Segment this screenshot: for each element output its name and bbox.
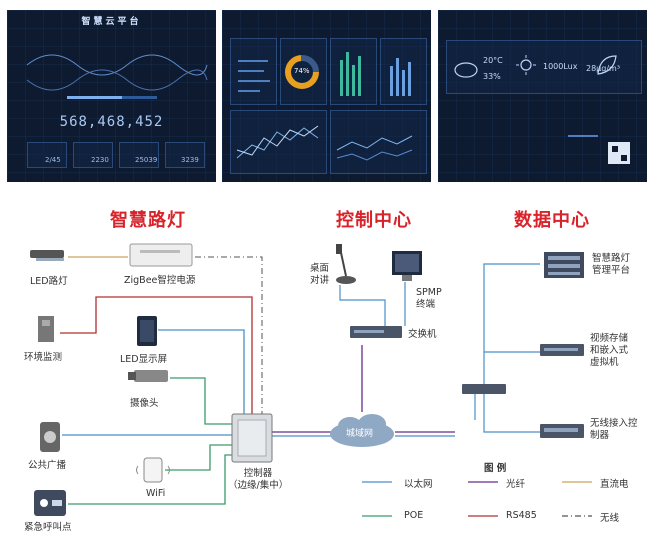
poe-line bbox=[170, 377, 232, 425]
wireless-line bbox=[195, 256, 263, 418]
cloud-network-icon bbox=[330, 414, 394, 447]
legend-label-poe: POE bbox=[404, 510, 424, 521]
gauge-value: 74% bbox=[294, 67, 310, 75]
label-controller: 控制器（边缘/集中） bbox=[228, 468, 289, 491]
label-led-streetlight: LED路灯 bbox=[30, 276, 68, 287]
line-chart-panel bbox=[330, 110, 427, 174]
legend-label-rs485: RS485 bbox=[506, 510, 537, 521]
controller-cabinet-icon bbox=[231, 413, 273, 463]
kpi-value: 3239 bbox=[181, 156, 199, 164]
legend-label-dc: 直流电 bbox=[600, 479, 629, 490]
section-title-control: 控制中心 bbox=[336, 210, 412, 231]
dashboard-charts bbox=[236, 52, 413, 161]
zigbee-power-icon bbox=[129, 243, 193, 267]
kpi-value: 25039 bbox=[135, 156, 158, 164]
label-video-storage: 视频存储和嵌入式虚拟机 bbox=[590, 333, 629, 368]
dashboard-screenshot-right: 20°C 33% 1000Lux 28μg/m³ bbox=[438, 10, 647, 182]
ethernet-line bbox=[158, 329, 245, 418]
label-led-screen: LED显示屏 bbox=[120, 354, 168, 365]
cloud-icon bbox=[454, 62, 478, 78]
environment-panel bbox=[446, 40, 642, 94]
legend-label-fiber: 光纤 bbox=[506, 479, 526, 490]
section-title-data: 数据中心 bbox=[514, 210, 590, 231]
section-title-streetlight: 智慧路灯 bbox=[110, 210, 186, 231]
broadcast-speaker-icon bbox=[40, 422, 60, 452]
label-emergency-call: 紧急呼叫点 bbox=[24, 522, 72, 533]
network-switch-icon bbox=[350, 326, 402, 338]
server-rack-icon bbox=[544, 252, 584, 278]
kpi-panel bbox=[73, 142, 113, 168]
leaf-icon bbox=[597, 55, 617, 75]
environment-sensor-icon bbox=[38, 316, 54, 342]
dashboard-screenshot-left: 智慧云平台 568,468,452 2/45 2230 25039 3239 bbox=[7, 10, 216, 182]
label-broadcast: 公共广播 bbox=[28, 460, 67, 471]
camera-icon bbox=[128, 370, 168, 382]
led-screen-icon bbox=[137, 316, 157, 346]
label-wifi: WiFi bbox=[146, 488, 166, 499]
desk-intercom-icon bbox=[336, 244, 356, 284]
pm25-value: 28μg/m³ bbox=[586, 64, 621, 73]
kpi-panel bbox=[27, 142, 67, 168]
ethernet-bus bbox=[483, 263, 540, 433]
legend-label-wireless: 无线 bbox=[600, 513, 620, 524]
sun-icon bbox=[516, 55, 536, 75]
wifi-ap-icon bbox=[136, 457, 170, 483]
label-desk-intercom: 桌面对讲 bbox=[310, 263, 330, 286]
label-wireless-controller: 无线接入控制器 bbox=[590, 418, 638, 441]
illuminance-value: 1000Lux bbox=[543, 62, 578, 71]
poe-line bbox=[68, 454, 232, 505]
label-switch: 交换机 bbox=[408, 329, 437, 340]
ethernet-line bbox=[339, 285, 386, 326]
humidity-value: 33% bbox=[483, 72, 501, 81]
rs485-line bbox=[60, 296, 253, 418]
kpi-panel bbox=[119, 142, 159, 168]
kpi-value: 2/45 bbox=[45, 156, 61, 164]
legend-label-ethernet: 以太网 bbox=[404, 479, 433, 490]
dashboard-title: 智慧云平台 bbox=[81, 17, 142, 27]
dashboard-waves bbox=[26, 54, 208, 99]
kpi-panel bbox=[165, 142, 205, 168]
core-switch-icon bbox=[462, 384, 506, 394]
label-management-platform: 智慧路灯管理平台 bbox=[592, 253, 631, 276]
led-streetlight-icon bbox=[30, 250, 64, 261]
wireless-controller-icon bbox=[540, 424, 584, 438]
poe-line bbox=[165, 444, 232, 471]
line-chart-panel bbox=[230, 110, 327, 174]
emergency-call-icon bbox=[34, 490, 66, 516]
label-zigbee-power: ZigBee智控电源 bbox=[124, 275, 196, 286]
label-city-network: 城域网 bbox=[346, 429, 374, 439]
total-counter: 568,468,452 bbox=[59, 114, 164, 130]
storage-server-icon bbox=[540, 344, 584, 356]
legend-title: 图 例 bbox=[484, 463, 507, 474]
spmp-terminal-icon bbox=[392, 251, 422, 281]
label-environment-monitor: 环境监测 bbox=[24, 352, 63, 363]
kpi-value: 2230 bbox=[91, 156, 109, 164]
temperature-value: 20°C bbox=[483, 56, 503, 65]
label-camera: 摄像头 bbox=[130, 398, 159, 409]
dashboard-screenshot-center: 74% bbox=[222, 10, 431, 182]
weather-icons bbox=[454, 55, 630, 164]
